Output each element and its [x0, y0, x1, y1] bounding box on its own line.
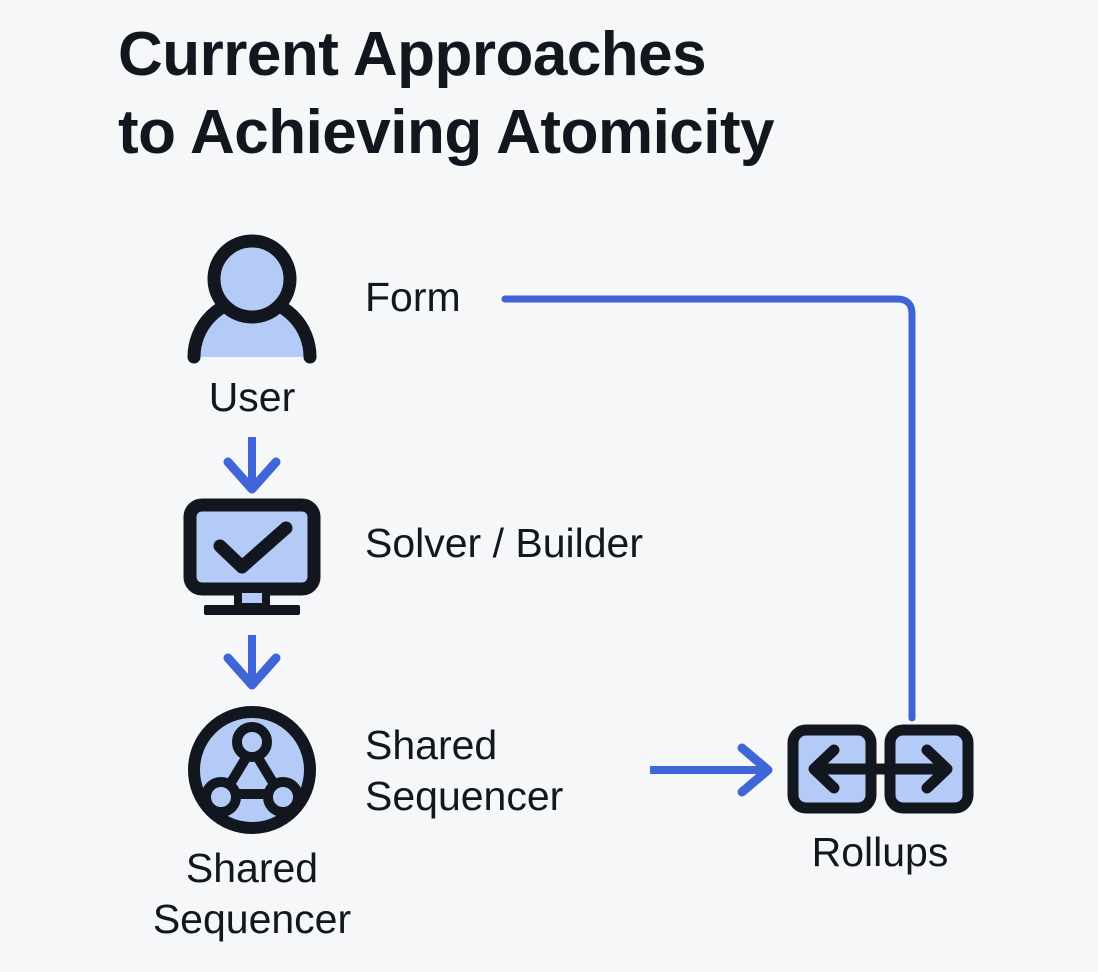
- sequencer-side-label-line-2: Sequencer: [365, 773, 564, 819]
- solver-label: Solver / Builder: [365, 520, 644, 566]
- user-icon: [187, 234, 317, 364]
- arrow-right-icon: [899, 744, 953, 794]
- arrow-left-icon: [808, 744, 862, 794]
- form-connector-line: [501, 295, 916, 722]
- monitor-check-icon: [183, 498, 321, 615]
- user-label: User: [208, 374, 296, 420]
- rollups-bridge-icon: [787, 724, 974, 814]
- form-connector-label: Form: [365, 274, 461, 320]
- title-line-2: to Achieving Atomicity: [118, 98, 775, 167]
- solver-to-sequencer-arrow: [223, 635, 281, 690]
- sequencer-caption-line-1: Shared: [185, 845, 319, 891]
- rollups-label: Rollups: [811, 829, 949, 875]
- sequencer-to-rollups-arrow: [650, 743, 773, 797]
- sequencer-caption: Shared Sequencer: [62, 843, 442, 945]
- user-to-solver-arrow: [223, 437, 281, 494]
- page-title: Current Approaches to Achieving Atomicit…: [118, 16, 978, 172]
- sequencer-caption-line-2: Sequencer: [152, 896, 352, 942]
- sequencer-side-label: Shared Sequencer: [365, 720, 563, 822]
- title-line-1: Current Approaches: [118, 20, 707, 89]
- shared-sequencer-network-icon: [188, 706, 316, 834]
- sequencer-side-label-line-1: Shared: [365, 722, 498, 768]
